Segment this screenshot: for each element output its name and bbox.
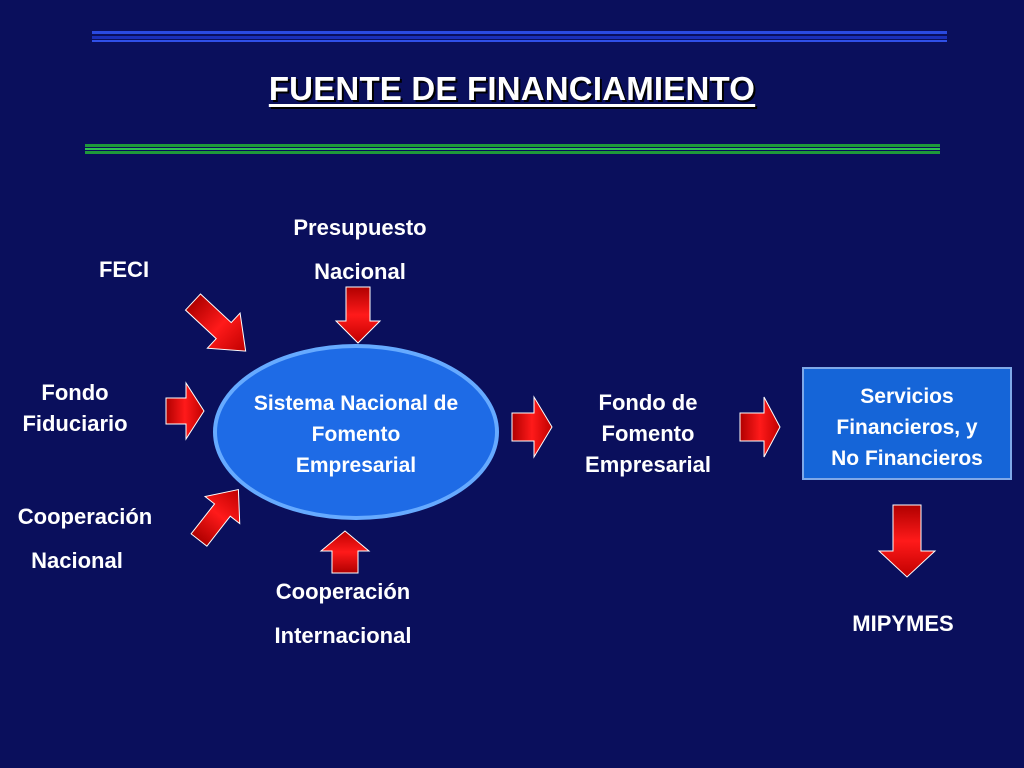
arrow-feci: [184, 293, 247, 352]
top-divider: [92, 31, 947, 42]
label-cooperacion-nacional: Cooperación Nacional: [17, 504, 153, 573]
label-fondo-fiduciario: Fondo Fiduciario: [22, 380, 128, 436]
label-mipymes: MIPYMES: [852, 611, 954, 636]
arrow-to-mipymes: [877, 504, 937, 578]
center-ellipse: [213, 344, 499, 520]
bottom-divider: [85, 144, 940, 154]
page-title: FUENTE DE FINANCIAMIENTO: [268, 70, 756, 107]
label-fondo-fomento: Fondo de Fomento Empresarial: [585, 390, 711, 477]
arrow-to-fondo-fomento: [511, 395, 553, 459]
arrow-cooperacion-internacional: [319, 530, 371, 574]
label-feci: FECI: [98, 257, 150, 282]
arrow-fondo-fiduciario: [165, 381, 205, 441]
center-label: Sistema Nacional de Fomento Empresarial: [253, 392, 459, 477]
label-cooperacion-internacional: Cooperación Internacional: [274, 579, 412, 648]
label-presupuesto-nacional: Presupuesto Nacional: [293, 215, 427, 284]
servicios-box: Servicios Financieros, y No Financieros: [802, 367, 1012, 480]
arrow-cooperacion-nacional: [190, 488, 241, 547]
arrow-presupuesto: [334, 286, 382, 344]
arrow-to-servicios: [739, 396, 781, 458]
